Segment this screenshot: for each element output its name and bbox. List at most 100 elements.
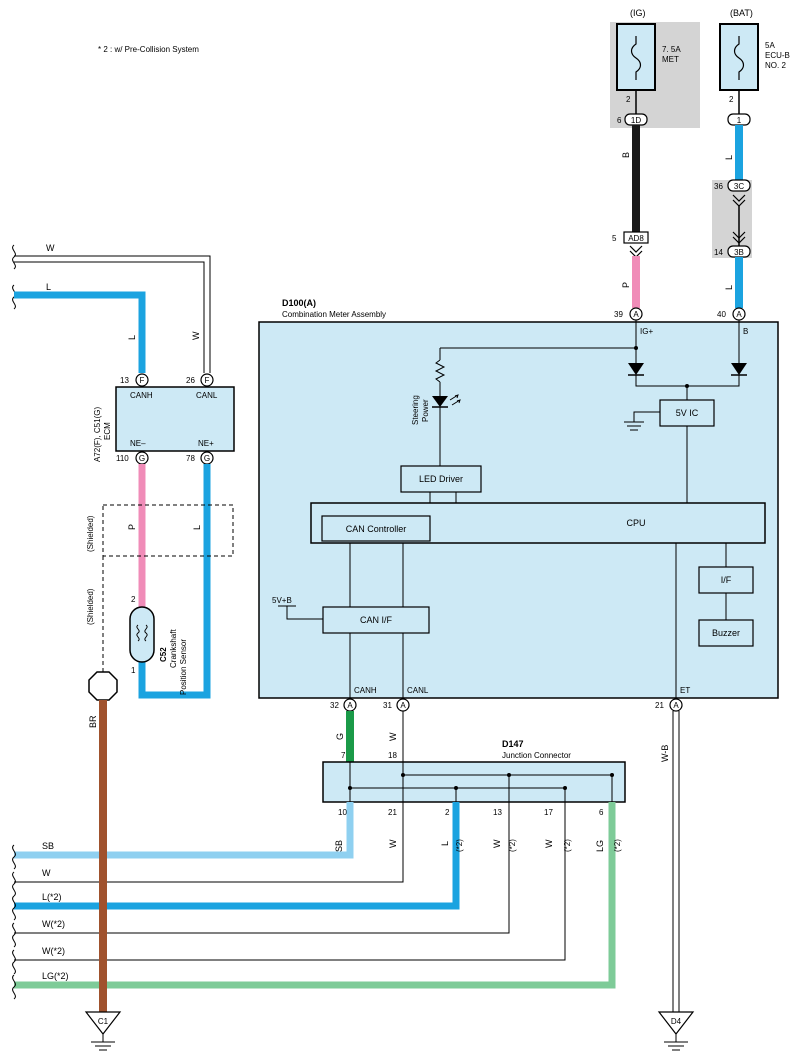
wire-p-ig-label: P <box>621 282 631 288</box>
fuse-met-name: MET <box>662 55 679 64</box>
wire-wb-label: W-B <box>660 745 670 762</box>
coil-icon <box>136 624 148 642</box>
jc-pin-13: 13 <box>493 808 502 817</box>
meter-conn-a-ig: A <box>633 310 639 319</box>
fuse-ecub-pin: 2 <box>729 95 734 104</box>
meter-name: Combination Meter Assembly <box>282 310 386 319</box>
jc-wire-lg: LG <box>595 840 605 852</box>
meter-pin-canh: 32 <box>330 701 339 710</box>
wire-sb <box>14 802 354 859</box>
meter-code: D100(A) <box>282 298 316 308</box>
conn-3b-pin: 14 <box>714 248 723 257</box>
conn-3c-pin: 36 <box>714 182 723 191</box>
meter-pin-ig: 39 <box>614 310 623 319</box>
jc-wire-w2: W <box>492 839 502 848</box>
jc-code: D147 <box>502 739 524 749</box>
ground-d4 <box>657 1011 695 1035</box>
meter-conn-a-b: A <box>736 310 742 319</box>
wire-w-top-b <box>14 261 205 373</box>
can-if-label: CAN I/F <box>360 615 393 625</box>
ecm-wire-canh: L <box>127 335 137 340</box>
can-controller-label: CAN Controller <box>346 524 407 534</box>
diode-b <box>731 363 747 375</box>
ecm-pin-canl: 26 <box>186 376 195 385</box>
wire-lg <box>14 802 616 989</box>
wire-l-top <box>14 291 146 373</box>
jc-star-4: (*2) <box>613 839 622 852</box>
bottom-wire-w2: W(*2) <box>42 919 65 929</box>
shielded-label-1: (Shielded) <box>86 515 95 552</box>
jb-1d-pin: 6 <box>617 116 622 125</box>
meter-conn-a-canh: A <box>347 701 353 710</box>
wire-w-top-a <box>14 255 211 373</box>
ecm-nep-label: NE+ <box>198 439 214 448</box>
sensor-name2: Position Sensor <box>179 639 188 695</box>
jb-1d-id: 1D <box>631 116 641 125</box>
led-icon <box>432 396 448 407</box>
jc-wire-w1: W <box>388 839 398 848</box>
ecm-wire-nem: P <box>127 524 137 530</box>
resistor-icon <box>434 359 446 383</box>
five-v-ic <box>659 399 715 427</box>
left-wire-br: BR <box>88 715 98 728</box>
meter-canl-label: CANL <box>407 686 429 695</box>
break-marks <box>12 244 16 1000</box>
jc-pin-10: 10 <box>338 808 347 817</box>
shielded-label-2: (Shielded) <box>86 588 95 625</box>
bottom-wire-w: W <box>42 868 51 878</box>
fuse-met-rating: 7. 5A <box>662 45 681 54</box>
jc-pin-21: 21 <box>388 808 397 817</box>
wire-w2 <box>14 802 510 934</box>
vb-label: 5V+B <box>272 596 292 605</box>
ecm-canh-label: CANH <box>130 391 153 400</box>
meter-ig-label: IG+ <box>640 327 653 336</box>
shield-ground-icon <box>88 671 118 701</box>
five-v-ic-label: 5V IC <box>676 408 699 418</box>
conn-ad8-id: AD8 <box>628 234 644 243</box>
jc-name: Junction Connector <box>502 751 571 760</box>
jc-star-1: (*2) <box>455 839 464 852</box>
led-label1: Power <box>421 399 430 422</box>
jc-star-3: (*2) <box>563 839 572 852</box>
ecm-box <box>115 386 235 452</box>
led-label2: Steering <box>411 395 420 425</box>
left-wire-w: W <box>46 243 55 253</box>
crank-sensor <box>129 606 155 663</box>
ecm-conn-f2: F <box>205 376 210 385</box>
ecm-conn-g2: G <box>204 454 210 463</box>
jc-wire-l: L <box>440 841 450 846</box>
jc-pin-6: 6 <box>599 808 604 817</box>
led-driver-label: LED Driver <box>419 474 463 484</box>
jc-star-2: (*2) <box>508 839 517 852</box>
ecm-conn-f1: F <box>140 376 145 385</box>
fuse-ecub-icon <box>733 36 745 80</box>
ecm-wire-nep: L <box>192 525 202 530</box>
buzzer-label: Buzzer <box>712 628 740 638</box>
meter-pin-et: 21 <box>655 701 664 710</box>
cpu-label: CPU <box>626 518 645 528</box>
jc-wire-w3: W <box>544 839 554 848</box>
wire-w-label: W <box>388 732 398 741</box>
jb-1-id: 1 <box>737 116 742 125</box>
wire-l-bat-upper-label: L <box>724 155 734 160</box>
left-wire-l: L <box>46 282 51 292</box>
wire-l-bat-lower-label: L <box>724 285 734 290</box>
ecm-name: ECM <box>103 422 112 440</box>
shield-box <box>102 504 234 557</box>
meter-pin-canl: 31 <box>383 701 392 710</box>
meter-conn-a-canl: A <box>400 701 406 710</box>
fuse-met <box>616 23 656 91</box>
ecm-wire-canl: W <box>191 331 201 340</box>
sensor-name1: Crankshaft <box>169 629 178 668</box>
bottom-wire-lg: LG(*2) <box>42 971 69 981</box>
fuse-met-pin: 2 <box>626 95 631 104</box>
wire-l-nep <box>138 464 211 699</box>
jc-wire-sb: SB <box>334 840 344 852</box>
meter-pin-b: 40 <box>717 310 726 319</box>
meter-b-label: B <box>743 327 748 336</box>
jc-pin-17: 17 <box>544 808 553 817</box>
wire-l2 <box>14 802 460 910</box>
ig-supply-label: (IG) <box>630 8 646 18</box>
fuse-ecub-rating: 5A <box>765 41 775 50</box>
